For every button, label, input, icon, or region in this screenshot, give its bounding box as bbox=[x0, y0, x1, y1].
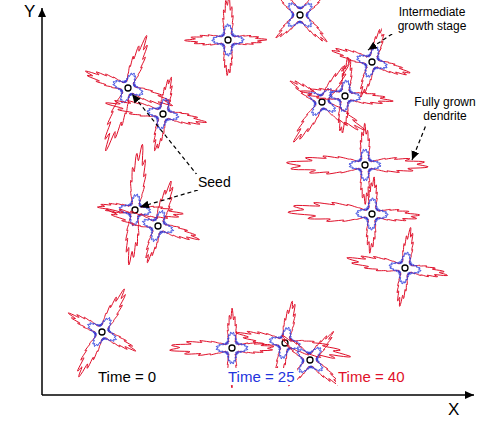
seed-dot bbox=[155, 223, 161, 229]
axis-label: X bbox=[446, 400, 461, 420]
seed-dot bbox=[307, 357, 313, 363]
intermediate-dendrite bbox=[216, 332, 248, 364]
intermediate-dendrite bbox=[113, 73, 143, 103]
axis-label: Y bbox=[22, 2, 37, 22]
time-label: Time = 0 bbox=[96, 368, 158, 385]
grown-dendrite bbox=[290, 64, 364, 142]
time-label: Time = 25 bbox=[226, 368, 297, 385]
seed-dot bbox=[225, 37, 231, 43]
intermediate-dendrite bbox=[88, 318, 117, 347]
seed-dot bbox=[125, 85, 131, 91]
callout-label: Intermediate growth stage bbox=[382, 6, 482, 34]
intermediate-dendrite bbox=[212, 24, 244, 56]
grown-dendrite bbox=[347, 228, 448, 307]
grown-dendrite bbox=[288, 177, 419, 253]
intermediate-dendrite bbox=[389, 252, 421, 284]
intermediate-dendrite bbox=[142, 210, 173, 241]
leader-line bbox=[132, 94, 198, 176]
intermediate-dendrite bbox=[356, 198, 388, 230]
leader-line bbox=[140, 190, 198, 207]
seed-dot bbox=[160, 111, 166, 117]
y-axis bbox=[41, 8, 43, 395]
grown-dendrite bbox=[106, 181, 199, 263]
time-label: Time = 40 bbox=[336, 368, 407, 385]
seed-dot bbox=[229, 345, 235, 351]
intermediate-dendrite bbox=[288, 3, 313, 28]
grown-dendrite bbox=[68, 289, 135, 377]
dendrites bbox=[68, 0, 447, 388]
x-axis bbox=[42, 394, 474, 396]
grown-dendrite bbox=[185, 0, 267, 76]
grown-dendrite bbox=[332, 25, 410, 97]
grown-dendrite bbox=[85, 36, 172, 151]
intermediate-dendrite bbox=[357, 47, 388, 78]
grown-dendrite bbox=[106, 77, 207, 150]
seed-dot bbox=[99, 329, 105, 335]
intermediate-dendrite bbox=[349, 149, 381, 181]
intermediate-dendrite bbox=[329, 80, 361, 112]
leader-line bbox=[412, 120, 428, 160]
seed-dot bbox=[402, 265, 408, 271]
seed-dot bbox=[342, 93, 348, 99]
seed-dot bbox=[369, 211, 375, 217]
callout-label: Fully grown dendrite bbox=[408, 96, 482, 124]
intermediate-dendrite bbox=[297, 347, 323, 373]
grown-dendrite bbox=[97, 144, 183, 265]
seed-dot bbox=[362, 162, 368, 168]
seed-dot bbox=[297, 12, 303, 18]
seed-dot bbox=[319, 99, 325, 105]
intermediate-dendrite bbox=[147, 98, 179, 130]
seed-dot bbox=[369, 59, 375, 65]
grown-dendrite bbox=[287, 123, 428, 204]
callout-label: Seed bbox=[196, 174, 233, 190]
grown-dendrite bbox=[275, 0, 329, 42]
